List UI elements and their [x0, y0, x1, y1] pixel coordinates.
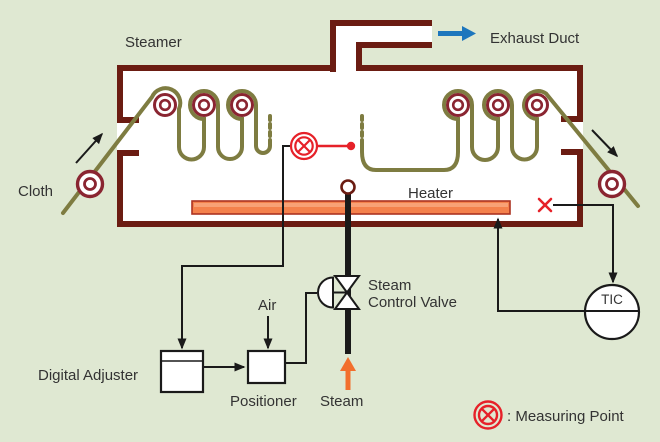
rollers	[75, 93, 627, 199]
roller-4	[446, 93, 470, 117]
legend-measuring-point-symbol	[473, 400, 503, 430]
signal-line-positioner-to-valve	[285, 292, 317, 364]
temperature-sensor-x-mark	[537, 197, 553, 213]
tic-label: TIC	[601, 292, 623, 307]
signal-line-sensor-to-tic	[553, 204, 618, 284]
digital-adjuster-label: Digital Adjuster	[38, 367, 138, 384]
wall-top-left-segment	[117, 65, 336, 71]
wall-right-lower	[577, 149, 583, 227]
exhaust-duct-label: Exhaust Duct	[490, 30, 580, 47]
exhaust-duct	[330, 20, 432, 72]
cloth-path	[61, 86, 640, 215]
valve-body-upper	[333, 275, 361, 295]
measuring-point-legend-label: : Measuring Point	[507, 408, 625, 425]
wall-left-lower-baffle	[117, 150, 139, 156]
roller-outside-right	[597, 169, 627, 199]
cloth-direction-arrow-out	[591, 129, 619, 158]
signal-line-tic-to-heater	[493, 217, 585, 312]
positioner-box	[246, 349, 287, 385]
duct-wall-outer-left	[330, 20, 336, 72]
steam-control-valve	[317, 275, 361, 310]
steam-control-valve-label-line1: Steam	[368, 277, 411, 294]
positioner-label: Positioner	[230, 393, 297, 410]
steamer-label: Steamer	[125, 34, 182, 51]
duct-wall-outer-top	[330, 20, 432, 26]
wall-left-upper	[117, 65, 123, 123]
roller-6	[525, 93, 549, 117]
measuring-point-symbol	[289, 131, 319, 161]
duct-wall-inner-left	[356, 42, 362, 71]
roller-2	[192, 93, 216, 117]
exhaust-flow-arrow	[438, 26, 476, 41]
signal-line-measuring-point-to-adjuster	[177, 145, 291, 350]
tic-controller: TIC	[583, 283, 641, 341]
valve-body-lower	[333, 290, 361, 310]
wall-right-upper-baffle	[561, 116, 583, 122]
wall-right-upper	[577, 65, 583, 122]
valve-actuator-diaphragm	[317, 276, 334, 309]
duct-wall-inner-bottom	[356, 42, 432, 48]
roller-3	[230, 93, 254, 117]
wall-top-right-segment	[356, 65, 583, 71]
digital-adjuster-box	[159, 349, 205, 394]
wall-left-lower	[117, 150, 123, 227]
measuring-point-probe-tip	[346, 141, 356, 151]
cloth-path-right	[360, 89, 640, 208]
steam-nozzle	[340, 179, 356, 195]
steam-inlet-arrow	[340, 357, 356, 390]
cloth-label: Cloth	[18, 183, 53, 200]
air-label: Air	[258, 297, 276, 314]
wall-right-lower-baffle	[561, 149, 583, 155]
cloth-path-left	[61, 86, 272, 215]
steam-label: Steam	[320, 393, 363, 410]
cloth-direction-arrow-in	[75, 132, 104, 164]
roller-5	[486, 93, 510, 117]
steam-control-valve-label-line2: Control Valve	[368, 294, 457, 311]
roller-1	[153, 93, 177, 117]
heater-label: Heater	[408, 185, 453, 202]
duct-interior-horizontal	[336, 26, 432, 42]
wall-left-upper-baffle	[117, 117, 139, 123]
roller-outside-left	[75, 169, 105, 199]
